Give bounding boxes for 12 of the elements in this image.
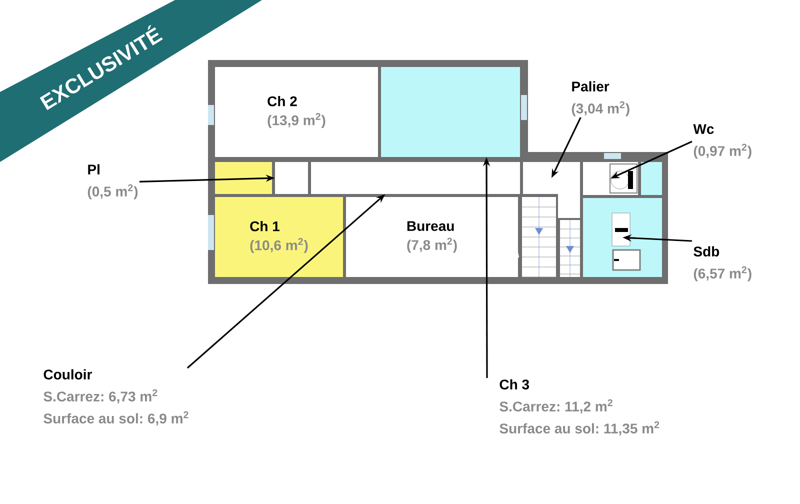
room-label: Palier (3,04 m$^{2}$)	[572, 81, 630, 116]
room-label: Ch 3 S.Carrez: 11,2 m$^{2}$ Surface au sol: 11,35 m$^{2}$	[500, 379, 660, 436]
room-label: Couloir S.Carrez: 6,73 m$^{2}$ Surface au sol: 6,9 m$^{2}$	[44, 369, 188, 426]
room: Bureau (7,8 m$^{2}$)	[346, 197, 518, 277]
room	[275, 162, 308, 194]
room: Ch 2 (13,9 m$^{2}$)	[215, 67, 378, 157]
room-label: Pl (0,5 m$^{2}$)	[88, 164, 138, 200]
room-label: Sdb (6,57 m$^{2}$)	[694, 246, 752, 282]
room	[311, 162, 520, 194]
room: Ch 1 (10,6 m$^{2}$)	[215, 197, 343, 277]
room-label: Wc (0,97 m$^{2}$)	[693, 124, 752, 159]
room	[381, 67, 520, 157]
